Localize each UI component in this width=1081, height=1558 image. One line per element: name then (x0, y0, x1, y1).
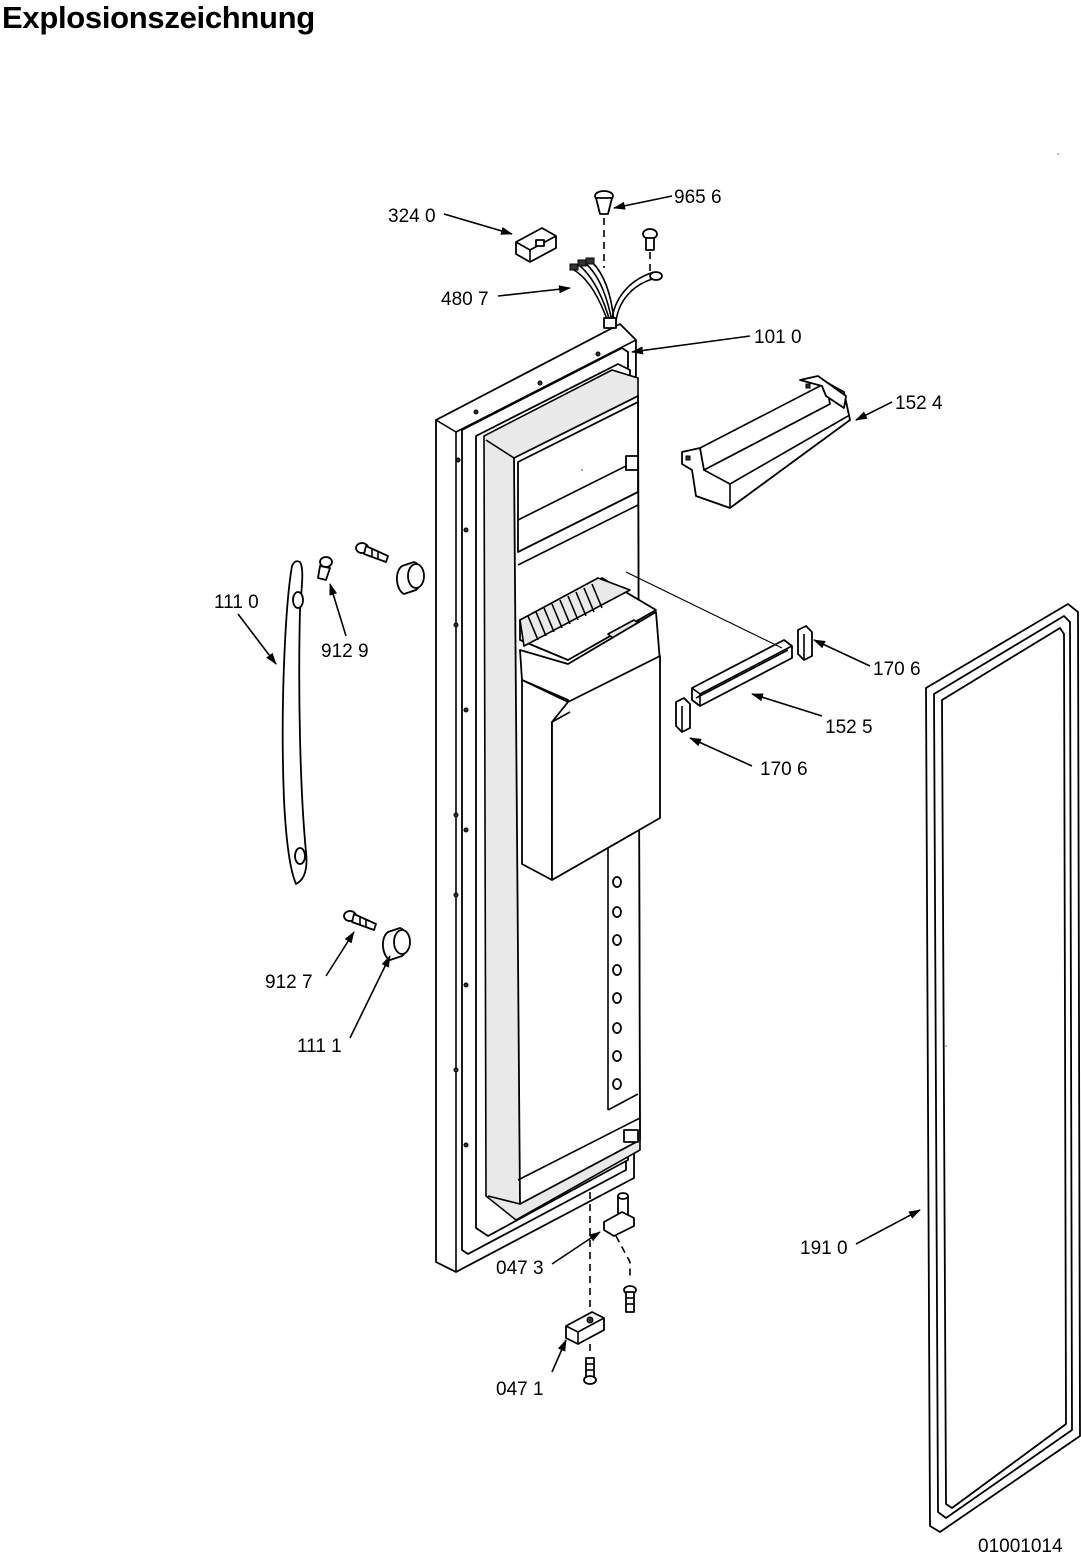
plug-part (594, 190, 614, 268)
page-title: Explosionszeichnung (2, 0, 315, 35)
frame-screws (453, 351, 601, 1148)
callout-047-3: 047 3 (496, 1258, 544, 1279)
callout-324-0: 324 0 (388, 206, 436, 227)
mounting-holes (612, 876, 622, 1090)
connector-part (515, 227, 557, 263)
callout-047-1: 047 1 (496, 1379, 544, 1400)
end-cap-upper (797, 625, 813, 661)
callout-170-6-upper: 170 6 (873, 659, 921, 680)
screw-upper-handle (317, 556, 333, 581)
spacer-upper (396, 561, 425, 595)
hinge-upper (589, 1192, 635, 1310)
callout-111-0: 111 0 (214, 592, 259, 613)
leader-lines (237, 195, 921, 1373)
spacer-lower (382, 927, 411, 961)
callout-965-6: 965 6 (674, 187, 722, 208)
callout-152-5: 152 5 (825, 717, 873, 738)
callout-480-7: 480 7 (441, 289, 489, 310)
screw-lower (343, 910, 377, 931)
door-bin (681, 375, 851, 509)
hinge-screw (623, 1285, 637, 1313)
hinge-lower (565, 1311, 605, 1356)
screw-top (642, 228, 658, 272)
dispenser-grille (519, 577, 631, 647)
callout-191-0: 191 0 (800, 1238, 848, 1259)
wiring-harness (569, 257, 663, 329)
dispenser-module (519, 577, 661, 881)
rail-part (625, 571, 793, 707)
drawing-number: 01001014 (978, 1536, 1063, 1557)
door-handle (281, 560, 308, 885)
door-gasket (925, 603, 1081, 1533)
callout-111-1: 111 1 (297, 1036, 342, 1057)
end-cap-lower (675, 697, 691, 733)
callout-912-9: 912 9 (321, 641, 369, 662)
callout-152-4: 152 4 (895, 393, 943, 414)
hinge-lower-screw (583, 1357, 597, 1385)
screw-upper-spacer (355, 542, 389, 563)
callout-101-0: 101 0 (754, 327, 802, 348)
callout-170-6-lower: 170 6 (760, 759, 808, 780)
callout-912-7: 912 7 (265, 972, 313, 993)
